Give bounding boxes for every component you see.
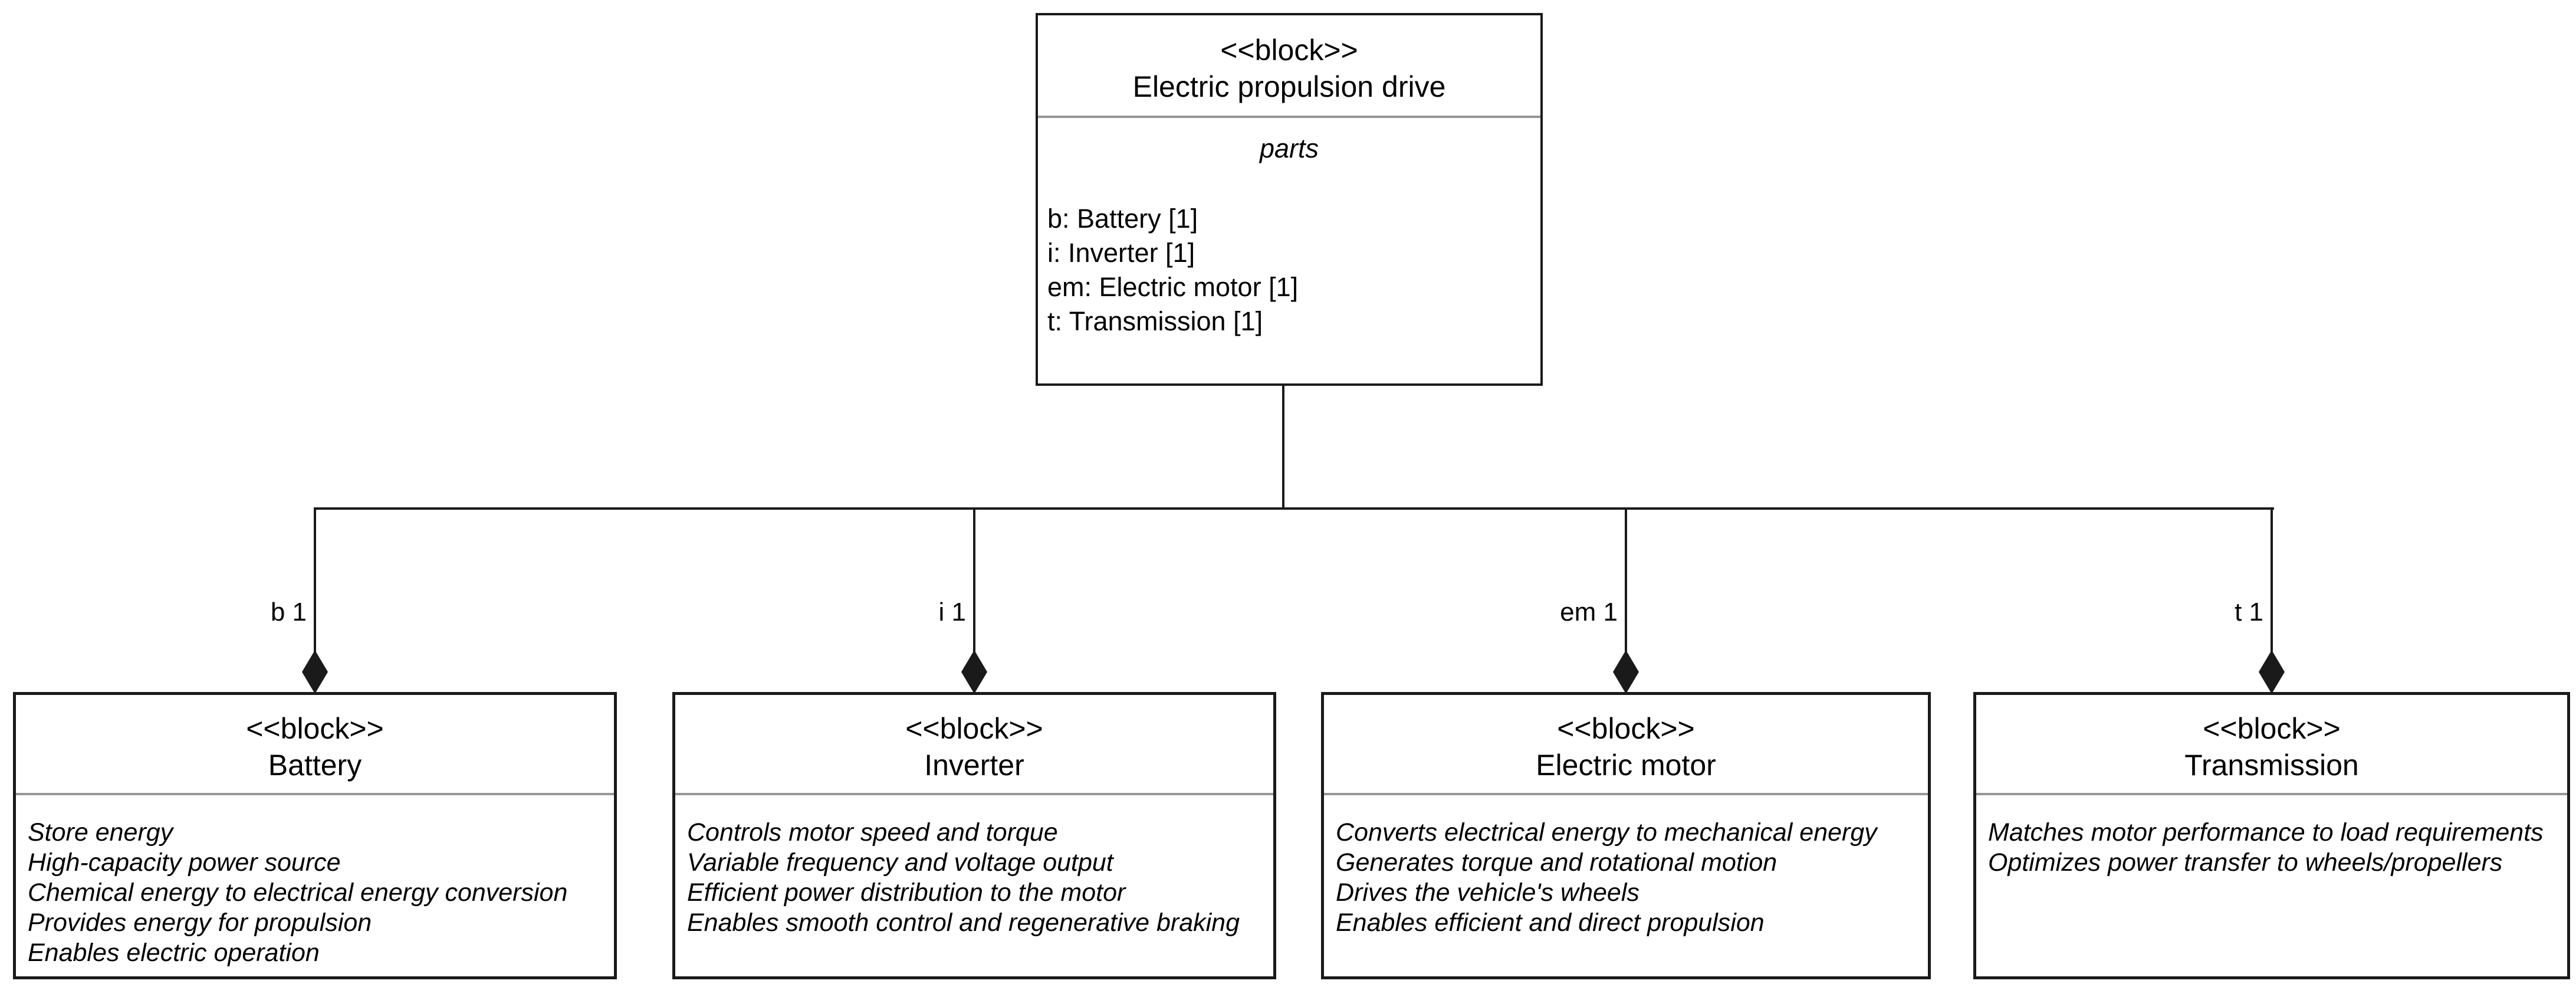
inverter-features: Controls motor speed and torque Variable…	[675, 795, 1273, 938]
composition-diamond-icon	[1613, 650, 1639, 694]
block-electric-propulsion-drive[interactable]: <<block>> Electric propulsion drive part…	[1036, 13, 1543, 386]
electric-motor-block-stereotype: <<block>>	[1557, 712, 1695, 745]
part-entry-battery: b: Battery [1]	[1047, 204, 1198, 234]
transmission-block-title: <<block>> Transmission	[1976, 695, 2567, 795]
connector-drop-transmission	[2271, 507, 2273, 693]
connector-label-electric-motor: em 1	[1560, 598, 1618, 627]
part-entry-transmission: t: Transmission [1]	[1047, 306, 1263, 336]
connector-drop-battery	[314, 507, 316, 693]
connector-drop-inverter	[973, 507, 975, 693]
part-entry-electric-motor: em: Electric motor [1]	[1047, 272, 1299, 302]
battery-block-stereotype: <<block>>	[246, 712, 384, 745]
connector-label-transmission: t 1	[2235, 598, 2263, 627]
feature-line: Drives the vehicle's wheels	[1336, 878, 1639, 907]
inverter-block-name: Inverter	[924, 749, 1024, 782]
block-battery[interactable]: <<block>> Battery Store energy High-capa…	[13, 692, 617, 979]
feature-line: Enables electric operation	[28, 939, 320, 967]
transmission-features: Matches motor performance to load requir…	[1976, 795, 2567, 878]
block-transmission[interactable]: <<block>> Transmission Matches motor per…	[1973, 692, 2570, 979]
transmission-block-name: Transmission	[2184, 749, 2359, 782]
feature-line: Efficient power distribution to the moto…	[687, 878, 1126, 907]
feature-line: Generates torque and rotational motion	[1336, 848, 1777, 877]
feature-line: Provides energy for propulsion	[28, 909, 372, 937]
feature-line: Controls motor speed and torque	[687, 818, 1058, 847]
feature-line: Enables efficient and direct propulsion	[1336, 909, 1765, 937]
parent-block-title: <<block>> Electric propulsion drive	[1038, 15, 1540, 118]
battery-features: Store energy High-capacity power source …	[16, 795, 614, 968]
connector-label-battery: b 1	[270, 598, 307, 627]
transmission-block-stereotype: <<block>>	[2203, 712, 2341, 745]
inverter-block-stereotype: <<block>>	[905, 712, 1043, 745]
feature-line: Matches motor performance to load requir…	[1988, 818, 2544, 847]
parent-block-name: Electric propulsion drive	[1132, 70, 1446, 103]
composition-diamond-icon	[2259, 650, 2285, 694]
feature-line: Optimizes power transfer to wheels/prope…	[1988, 848, 2503, 877]
feature-line: Converts electrical energy to mechanical…	[1336, 818, 1877, 847]
block-electric-motor[interactable]: <<block>> Electric motor Converts electr…	[1321, 692, 1931, 979]
electric-motor-block-name: Electric motor	[1536, 749, 1716, 782]
connector-parent-stem	[1282, 383, 1284, 510]
connector-label-inverter: i 1	[938, 598, 966, 627]
feature-line: Variable frequency and voltage output	[687, 848, 1113, 877]
composition-diamond-icon	[961, 650, 987, 694]
connector-trunk	[314, 507, 2274, 510]
feature-line: Enables smooth control and regenerative …	[687, 909, 1240, 937]
feature-line: Chemical energy to electrical energy con…	[28, 878, 568, 907]
battery-block-name: Battery	[268, 749, 362, 782]
electric-motor-features: Converts electrical energy to mechanical…	[1324, 795, 1928, 938]
parts-list: b: Battery [1] i: Inverter [1] em: Elect…	[1038, 202, 1540, 339]
connector-drop-electric-motor	[1625, 507, 1627, 693]
parts-compartment: parts b: Battery [1] i: Inverter [1] em:…	[1038, 118, 1540, 383]
composition-diamond-icon	[302, 650, 328, 694]
feature-line: Store energy	[28, 818, 173, 847]
parent-block-stereotype: <<block>>	[1220, 34, 1358, 67]
feature-line: High-capacity power source	[28, 848, 341, 877]
part-entry-inverter: i: Inverter [1]	[1047, 238, 1195, 268]
battery-block-title: <<block>> Battery	[16, 695, 614, 795]
block-inverter[interactable]: <<block>> Inverter Controls motor speed …	[672, 692, 1276, 979]
parts-compartment-label: parts	[1259, 133, 1319, 163]
inverter-block-title: <<block>> Inverter	[675, 695, 1273, 795]
electric-motor-block-title: <<block>> Electric motor	[1324, 695, 1928, 795]
